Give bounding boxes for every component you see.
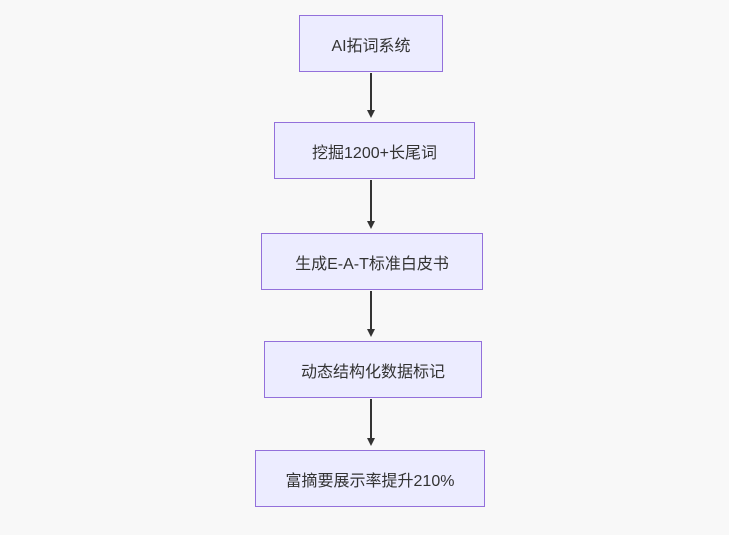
flow-node-rich-snippet-result: 富摘要展示率提升210%: [255, 450, 485, 507]
flow-node-label: 生成E-A-T标准白皮书: [295, 255, 449, 273]
flow-node-eat-whitepaper: 生成E-A-T标准白皮书: [261, 233, 483, 290]
flow-node-label: AI拓词系统: [331, 37, 411, 55]
flow-node-label: 富摘要展示率提升210%: [285, 472, 455, 490]
flow-node-label: 动态结构化数据标记: [300, 363, 445, 381]
flow-node-ai-word-expansion: AI拓词系统: [299, 15, 443, 72]
flow-node-label: 挖掘1200+长尾词: [312, 144, 437, 162]
flow-node-structured-data: 动态结构化数据标记: [264, 341, 482, 398]
flow-node-longtail-mining: 挖掘1200+长尾词: [274, 122, 475, 179]
